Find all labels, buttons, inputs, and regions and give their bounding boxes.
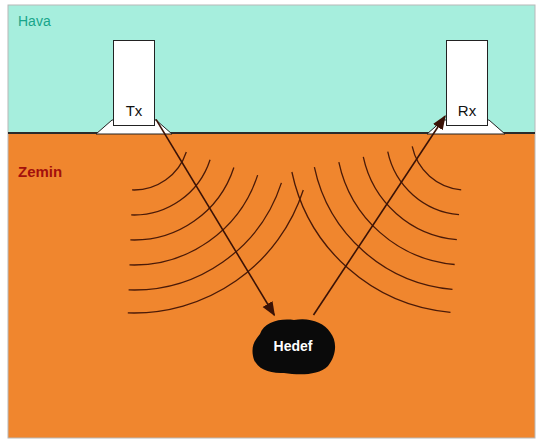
node-label: Hedef (274, 338, 313, 354)
frame (8, 5, 535, 438)
wave-arc (314, 167, 452, 289)
wave-arc (339, 162, 455, 264)
wave-arc (128, 190, 304, 313)
transmitter-antenna: Tx (113, 40, 155, 126)
soil-layer (8, 133, 535, 438)
wave-fronts (128, 146, 461, 313)
wave-arc (129, 175, 257, 265)
wave-arc (363, 157, 457, 240)
wave-arc (292, 172, 451, 312)
target-object: Hedef (250, 316, 336, 376)
receiver-antenna: Rx (446, 40, 488, 126)
wave-arc (132, 152, 186, 190)
node-label: Tx (126, 102, 143, 119)
signal-ray (156, 119, 274, 315)
signal-ray (314, 116, 445, 315)
node-label: Zemin (18, 163, 62, 180)
ground-region: ZeminHedef (8, 133, 535, 438)
air-layer (8, 5, 535, 133)
wave-arc (130, 167, 234, 240)
wave-arc (388, 152, 459, 215)
node-label: Rx (458, 102, 476, 119)
air-region: HavaTx Rx (8, 5, 535, 133)
wave-arc (131, 160, 210, 215)
node-label: Hava (18, 13, 51, 29)
wave-arc (412, 146, 461, 189)
wave-arc (129, 183, 282, 290)
